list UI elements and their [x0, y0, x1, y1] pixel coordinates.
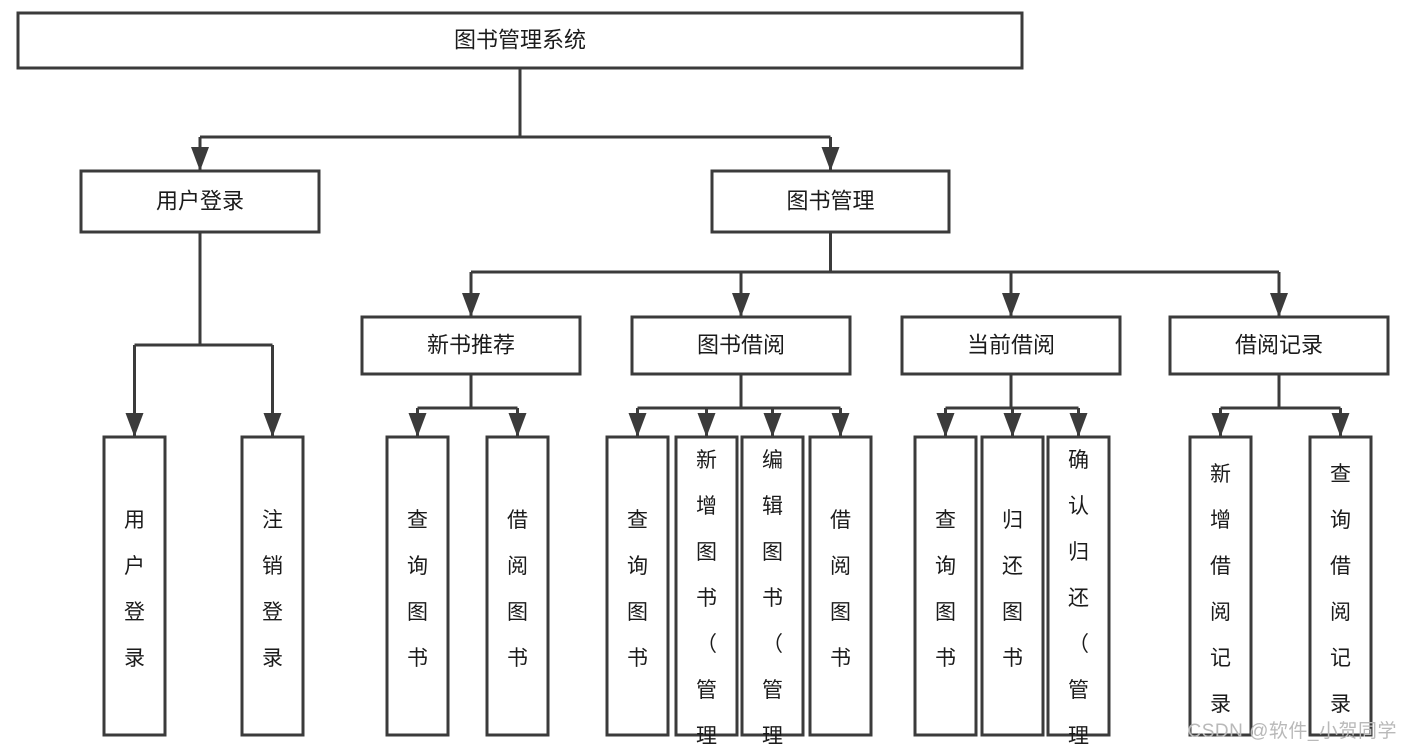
- bookmgmt-to-level3-arrow-2: [732, 293, 750, 317]
- node-label-vertical: 新增图书（管理员）: [696, 449, 717, 747]
- nodes-layer: 图书管理系统用户登录图书管理新书推荐图书借阅当前借阅借阅记录用户登录注销登录查询…: [16, 11, 1390, 747]
- leaf-node-10[interactable]: 归还图书: [980, 435, 1045, 737]
- node-box: [16, 11, 1024, 70]
- node-label-vertical: 查询图书: [627, 509, 648, 670]
- leaf-node-13[interactable]: 查询借阅记录: [1308, 435, 1373, 737]
- node-box: [102, 435, 167, 737]
- node-box: [913, 435, 978, 737]
- root-to-level2-arrow-1: [191, 147, 209, 171]
- borrow-to-leaves-arrow-3: [763, 413, 782, 437]
- csdn-watermark: CSDN @软件_小贺同学: [1187, 721, 1397, 742]
- node-box: [605, 435, 670, 737]
- node-box: [980, 435, 1045, 737]
- node-label-vertical: 借阅图书: [830, 509, 851, 670]
- node-box: [900, 315, 1122, 376]
- node-box: [674, 435, 739, 737]
- newbook-to-leaves-arrow-1: [408, 413, 427, 437]
- level3-node-1[interactable]: 新书推荐: [360, 315, 582, 376]
- root-node-1[interactable]: 图书管理系统: [16, 11, 1024, 70]
- leaf-node-3[interactable]: 查询图书: [385, 435, 450, 737]
- node-box: [740, 435, 805, 737]
- node-box: [79, 169, 321, 234]
- edges-layer: [125, 68, 1350, 437]
- userlogin-to-leaves-arrow-2: [263, 413, 282, 437]
- borrow-to-leaves-arrow-2: [697, 413, 716, 437]
- node-label: 图书管理系统: [454, 27, 586, 52]
- leaf-node-5[interactable]: 查询图书: [605, 435, 670, 737]
- node-label-vertical: 查询图书: [935, 509, 956, 670]
- node-label-vertical: 归还图书: [1002, 509, 1023, 670]
- node-box: [710, 169, 951, 234]
- node-label-vertical: 借阅图书: [507, 509, 528, 670]
- current-to-leaves-arrow-2: [1003, 413, 1022, 437]
- node-label-vertical: 确认归还（管理员）: [1068, 449, 1089, 747]
- node-label: 图书借阅: [697, 332, 785, 357]
- userlogin-to-leaves-arrow-1: [125, 413, 144, 437]
- node-label: 图书管理: [786, 188, 874, 213]
- level3-node-3[interactable]: 当前借阅: [900, 315, 1122, 376]
- leaf-node-9[interactable]: 查询图书: [913, 435, 978, 737]
- newbook-to-leaves-arrow-2: [508, 413, 527, 437]
- node-label-vertical: 注销登录: [262, 509, 283, 670]
- level2-node-1[interactable]: 用户登录: [79, 169, 321, 234]
- leaf-node-4[interactable]: 借阅图书: [485, 435, 550, 737]
- node-box: [240, 435, 305, 737]
- node-box: [1188, 435, 1253, 737]
- borrow-to-leaves-arrow-1: [628, 413, 647, 437]
- node-box: [1046, 435, 1111, 737]
- record-to-leaves-arrow-2: [1331, 413, 1350, 437]
- root-to-level2-arrow-2: [821, 147, 840, 171]
- node-box: [630, 315, 852, 376]
- node-box: [385, 435, 450, 737]
- node-box: [485, 435, 550, 737]
- level2-node-2[interactable]: 图书管理: [710, 169, 951, 234]
- leaf-node-2[interactable]: 注销登录: [240, 435, 305, 737]
- node-label: 当前借阅: [967, 332, 1055, 357]
- node-label-vertical: 新增借阅记录: [1210, 463, 1231, 716]
- current-to-leaves-arrow-3: [1069, 413, 1088, 437]
- node-box: [360, 315, 582, 376]
- leaf-node-6[interactable]: 新增图书（管理员）: [674, 435, 739, 747]
- node-label: 用户登录: [156, 188, 244, 213]
- node-label-vertical: 用户登录: [124, 509, 145, 670]
- bookmgmt-to-level3-arrow-3: [1002, 293, 1020, 317]
- leaf-node-1[interactable]: 用户登录: [102, 435, 167, 737]
- node-box: [1308, 435, 1373, 737]
- leaf-node-7[interactable]: 编辑图书（管理员）: [740, 435, 805, 747]
- node-label-vertical: 查询图书: [407, 509, 428, 670]
- node-label-vertical: 查询借阅记录: [1330, 463, 1351, 716]
- bookmgmt-to-level3-arrow-1: [462, 293, 480, 317]
- level3-node-2[interactable]: 图书借阅: [630, 315, 852, 376]
- bookmgmt-to-level3-arrow-4: [1270, 293, 1288, 317]
- level3-node-4[interactable]: 借阅记录: [1168, 315, 1390, 376]
- leaf-node-11[interactable]: 确认归还（管理员）: [1046, 435, 1111, 747]
- leaf-node-12[interactable]: 新增借阅记录: [1188, 435, 1253, 737]
- node-box: [808, 435, 873, 737]
- borrow-to-leaves-arrow-4: [831, 413, 850, 437]
- node-label: 借阅记录: [1235, 332, 1323, 357]
- leaf-node-8[interactable]: 借阅图书: [808, 435, 873, 737]
- current-to-leaves-arrow-1: [936, 413, 955, 437]
- node-label: 新书推荐: [427, 332, 515, 357]
- node-label-vertical: 编辑图书（管理员）: [762, 449, 783, 747]
- record-to-leaves-arrow-1: [1211, 413, 1230, 437]
- node-box: [1168, 315, 1390, 376]
